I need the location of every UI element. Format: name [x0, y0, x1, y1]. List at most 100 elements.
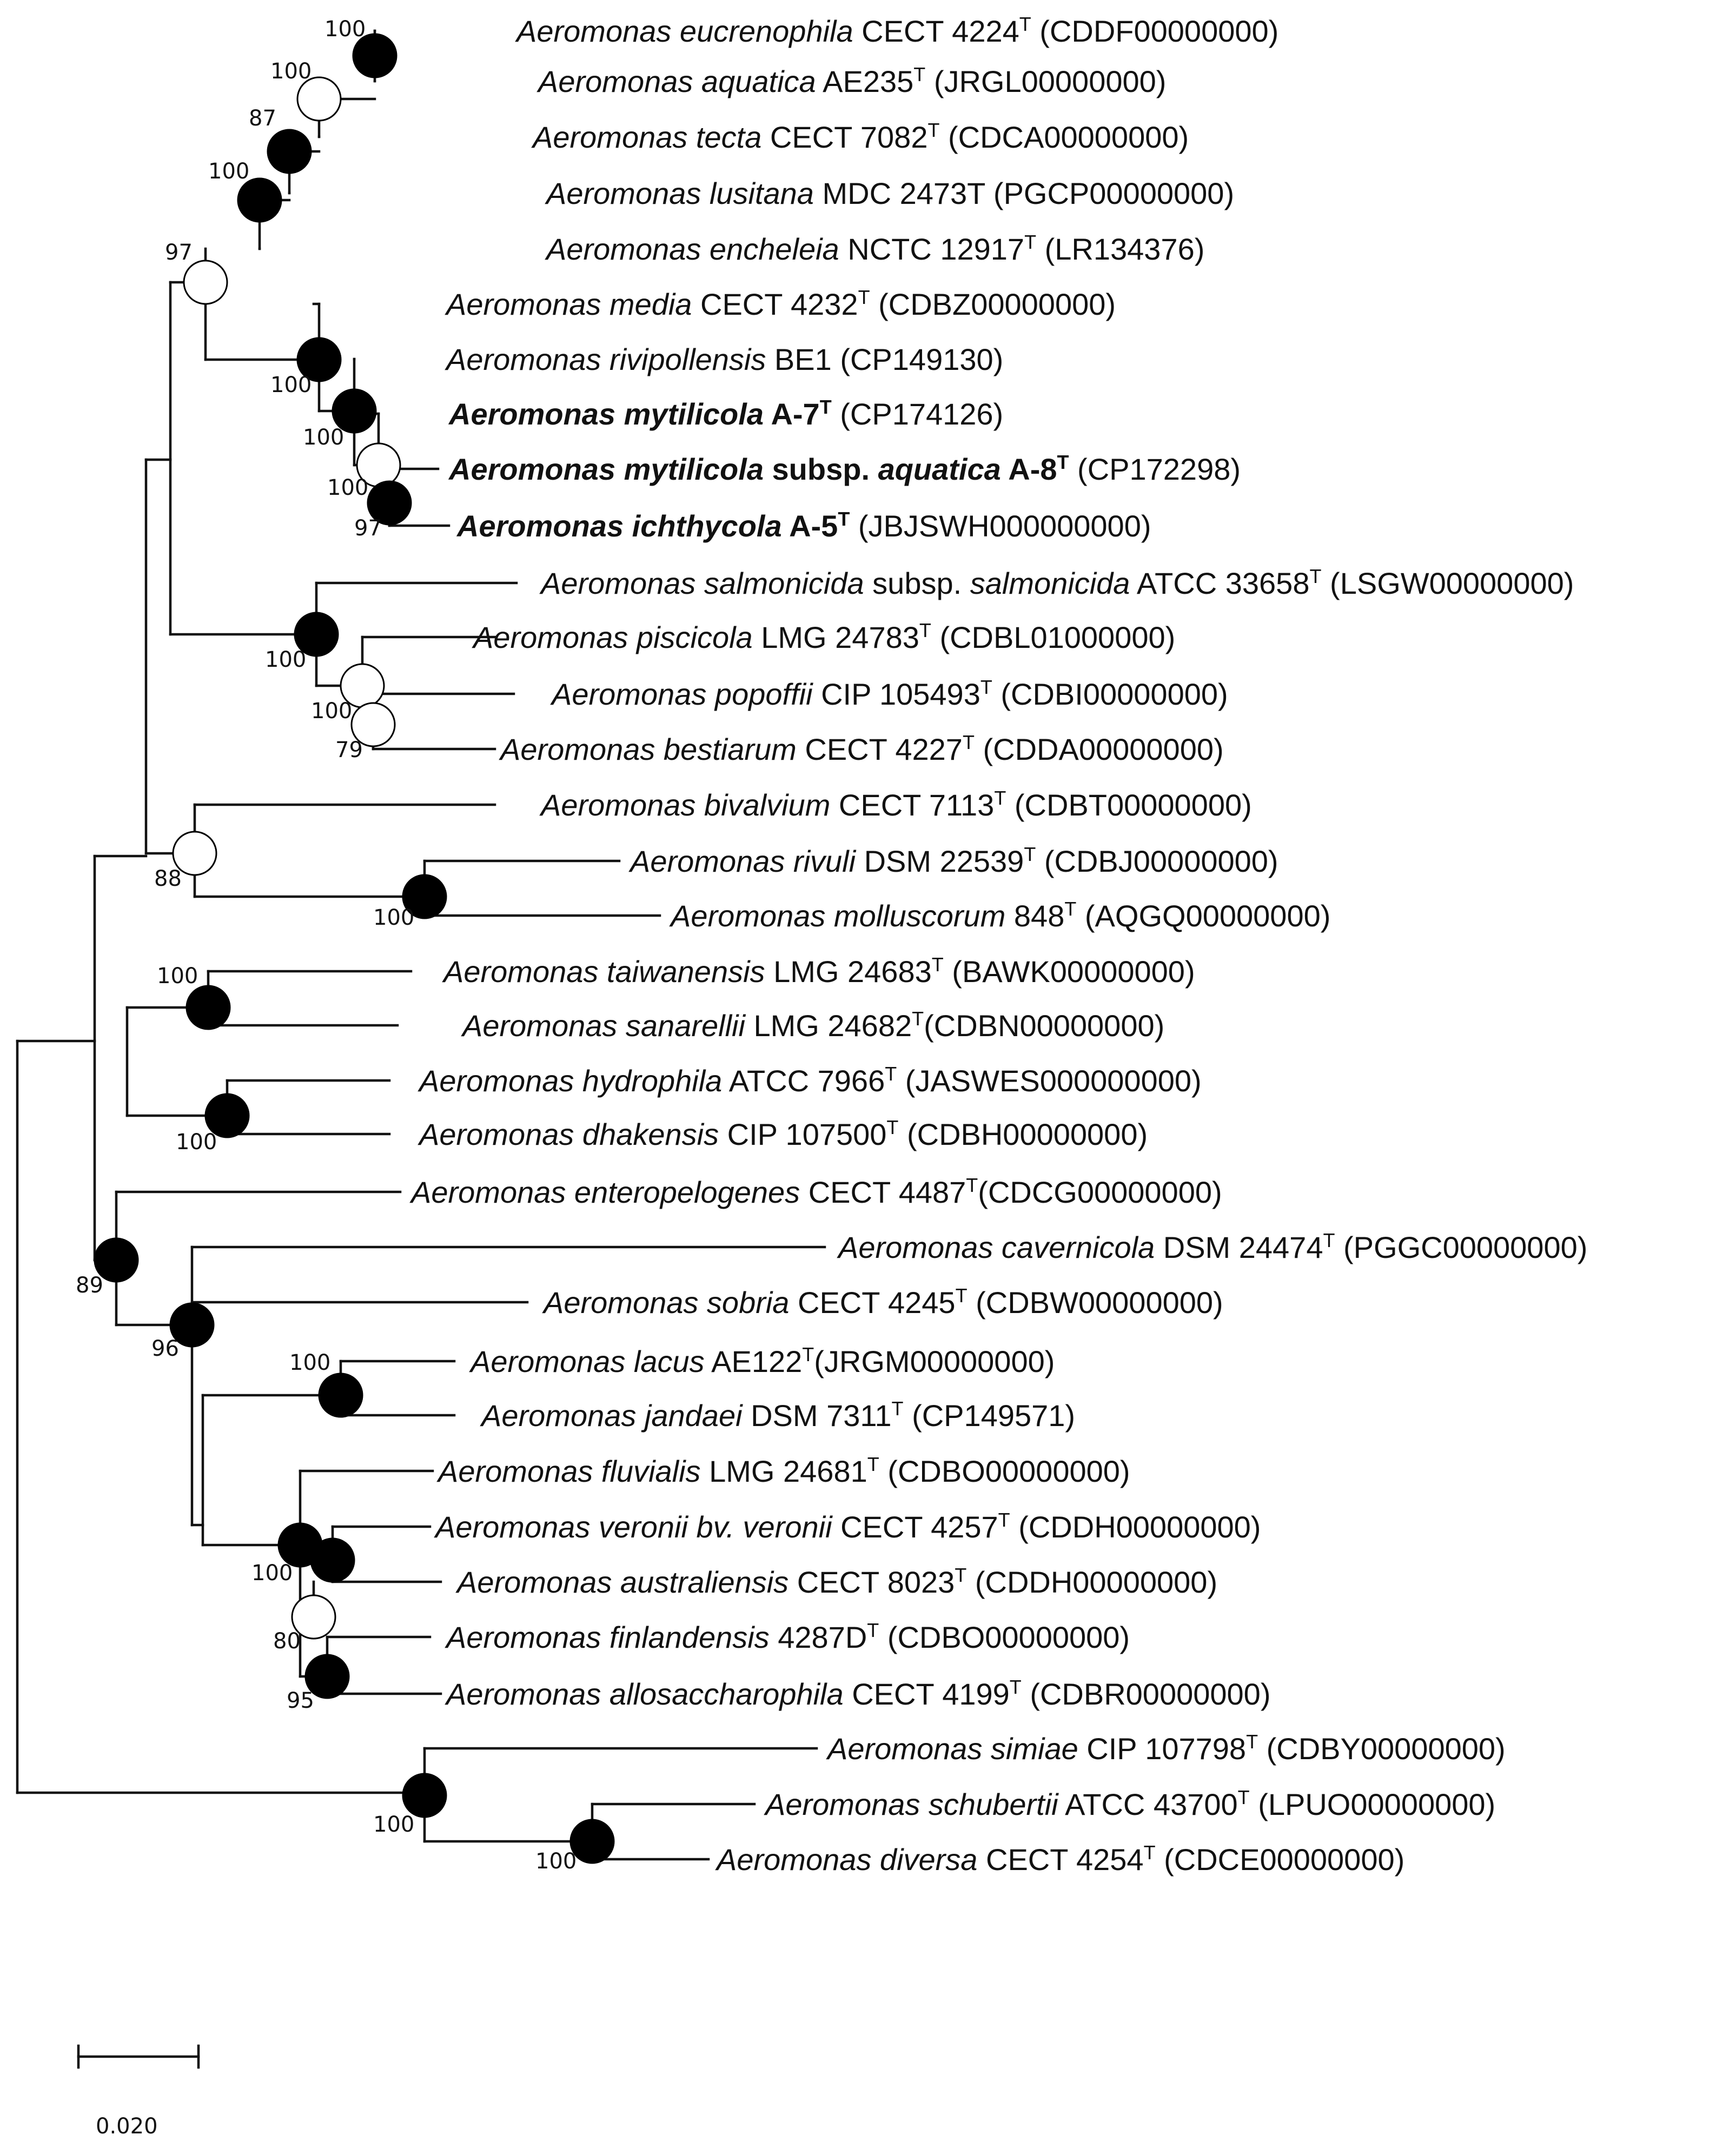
- support-values: 1001008710097100100100971001007988100100…: [76, 17, 577, 1874]
- label-part: DSM 7311: [743, 1398, 892, 1433]
- type-strain-marker: T: [919, 619, 931, 641]
- label-part: LMG 24682: [745, 1009, 912, 1043]
- type-strain-marker: T: [1024, 843, 1036, 865]
- taxon-label: Aeromonas tecta CECT 7082T (CDCA00000000…: [531, 119, 1189, 155]
- label-part: Aeromonas bestiarum: [499, 732, 797, 766]
- bootstrap-support: 100: [324, 17, 366, 42]
- node-marker-filled: [367, 480, 412, 526]
- taxon-label: Aeromonas encheleia NCTC 12917T (LR13437…: [545, 231, 1204, 267]
- label-part: (CDDH00000000): [1010, 1510, 1261, 1544]
- label-part: A-5: [782, 509, 838, 543]
- bootstrap-support: 100: [157, 964, 198, 989]
- node-marker-filled: [318, 1373, 363, 1418]
- label-part: (CP174126): [832, 397, 1004, 431]
- node-marker-filled: [267, 129, 312, 174]
- taxon-label: Aeromonas australiensis CECT 8023T (CDDH…: [455, 1564, 1217, 1600]
- label-part: DSM 24474: [1155, 1230, 1323, 1264]
- label-part: Aeromonas mytilicola: [448, 452, 764, 486]
- taxon-label: Aeromonas fluvialis LMG 24681T (CDBO0000…: [436, 1453, 1130, 1489]
- label-part: (CDDF00000000): [1031, 14, 1279, 48]
- taxon-label: Aeromonas piscicola LMG 24783T (CDBL0100…: [472, 619, 1175, 655]
- label-part: (LPUO00000000): [1250, 1787, 1496, 1821]
- label-part: ATCC 7966: [722, 1064, 885, 1098]
- type-strain-marker: T: [1238, 1786, 1250, 1808]
- label-part: (CDBY00000000): [1258, 1732, 1506, 1766]
- label-part: salmonicida: [970, 566, 1130, 600]
- node-marker-filled: [402, 874, 447, 919]
- type-strain-marker: T: [892, 1397, 904, 1420]
- label-part: A-8: [1001, 452, 1057, 486]
- bootstrap-support: 87: [249, 106, 276, 131]
- label-part: Aeromonas mytilicola: [448, 397, 764, 431]
- type-strain-marker: T: [885, 1063, 897, 1085]
- type-strain-marker: T: [1019, 13, 1031, 35]
- type-strain-marker: T: [1309, 565, 1321, 587]
- label-part: (CDBN00000000): [924, 1009, 1164, 1043]
- type-strain-marker: T: [886, 1116, 898, 1138]
- label-part: NCTC 12917: [839, 232, 1024, 266]
- label-part: Aeromonas molluscorum: [669, 899, 1005, 933]
- type-strain-marker: T: [1057, 451, 1069, 473]
- label-part: Aeromonas lusitana: [545, 176, 814, 210]
- label-part: (CDBO00000000): [879, 1620, 1130, 1654]
- taxon-label: Aeromonas veronii bv. veronii CECT 4257T…: [434, 1509, 1261, 1544]
- label-part: (LR134376): [1036, 232, 1204, 266]
- label-part: CIP 107798: [1078, 1732, 1246, 1766]
- bootstrap-support: 100: [373, 1812, 414, 1837]
- label-part: CECT 4487: [800, 1175, 966, 1209]
- node-marker-filled: [352, 33, 397, 78]
- type-strain-marker: T: [838, 508, 850, 530]
- label-part: (CDBW00000000): [968, 1285, 1223, 1320]
- bootstrap-support: 97: [354, 516, 382, 541]
- type-strain-marker: T: [1246, 1731, 1258, 1753]
- node-marker-filled: [185, 985, 231, 1030]
- label-part: AE235: [816, 64, 914, 98]
- node-marker-filled: [296, 337, 342, 382]
- label-part: CECT 4224: [853, 14, 1019, 48]
- label-part: Aeromonas rivipollensis: [445, 342, 766, 376]
- label-part: (LSGW00000000): [1321, 566, 1574, 600]
- label-part: (CDCE00000000): [1156, 1842, 1405, 1877]
- label-part: LMG 24681: [701, 1454, 867, 1488]
- label-part: 4287D: [770, 1620, 867, 1654]
- type-strain-marker: T: [1323, 1229, 1335, 1251]
- label-part: Aeromonas lacus: [469, 1344, 705, 1378]
- taxon-label: Aeromonas dhakensis CIP 107500T (CDBH000…: [418, 1116, 1148, 1152]
- node-marker-open: [291, 1594, 336, 1640]
- label-part: CECT 4245: [789, 1285, 955, 1320]
- taxon-label: Aeromonas allosaccharophila CECT 4199T (…: [445, 1676, 1270, 1712]
- label-part: Aeromonas bivalvium: [539, 788, 830, 822]
- type-strain-marker: T: [820, 396, 832, 418]
- node-marker-filled: [402, 1773, 447, 1818]
- label-part: (AQGQ00000000): [1076, 899, 1330, 933]
- label-part: (CDBR00000000): [1022, 1677, 1271, 1711]
- type-strain-marker: T: [867, 1619, 879, 1641]
- taxon-label: Aeromonas diversa CECT 4254T (CDCE000000…: [715, 1841, 1404, 1877]
- taxon-label: Aeromonas sanarellii LMG 24682T(CDBN0000…: [461, 1007, 1164, 1043]
- label-part: A-7: [764, 397, 820, 431]
- type-strain-marker: T: [980, 676, 992, 698]
- taxon-label: Aeromonas cavernicola DSM 24474T (PGGC00…: [837, 1229, 1587, 1265]
- label-part: Aeromonas piscicola: [472, 620, 753, 654]
- label-part: (JRGL00000000): [925, 64, 1166, 98]
- bootstrap-support: 100: [265, 647, 306, 672]
- node-marker-open: [296, 76, 342, 122]
- label-part: ATCC 33658: [1130, 566, 1309, 600]
- taxon-label: Aeromonas mytilicola subsp. aquatica A-8…: [448, 451, 1241, 487]
- label-part: Aeromonas finlandensis: [445, 1620, 770, 1654]
- bootstrap-support: 100: [535, 1849, 577, 1874]
- type-strain-marker: T: [955, 1564, 966, 1586]
- type-strain-marker: T: [1024, 231, 1036, 253]
- label-part: Aeromonas popoffii: [550, 677, 813, 711]
- bootstrap-support: 97: [165, 240, 193, 265]
- label-part: MDC 2473T (PGCP00000000): [814, 176, 1234, 210]
- label-part: aquatica: [878, 452, 1001, 486]
- node-marker-filled: [94, 1237, 139, 1283]
- label-part: Aeromonas rivuli: [628, 844, 857, 878]
- label-part: (CP172298): [1069, 452, 1241, 486]
- label-part: (CDBZ00000000): [870, 287, 1116, 321]
- taxon-label: Aeromonas simiae CIP 107798T (CDBY000000…: [826, 1731, 1506, 1766]
- label-part: 848: [1005, 899, 1064, 933]
- label-part: CECT 4199: [844, 1677, 1010, 1711]
